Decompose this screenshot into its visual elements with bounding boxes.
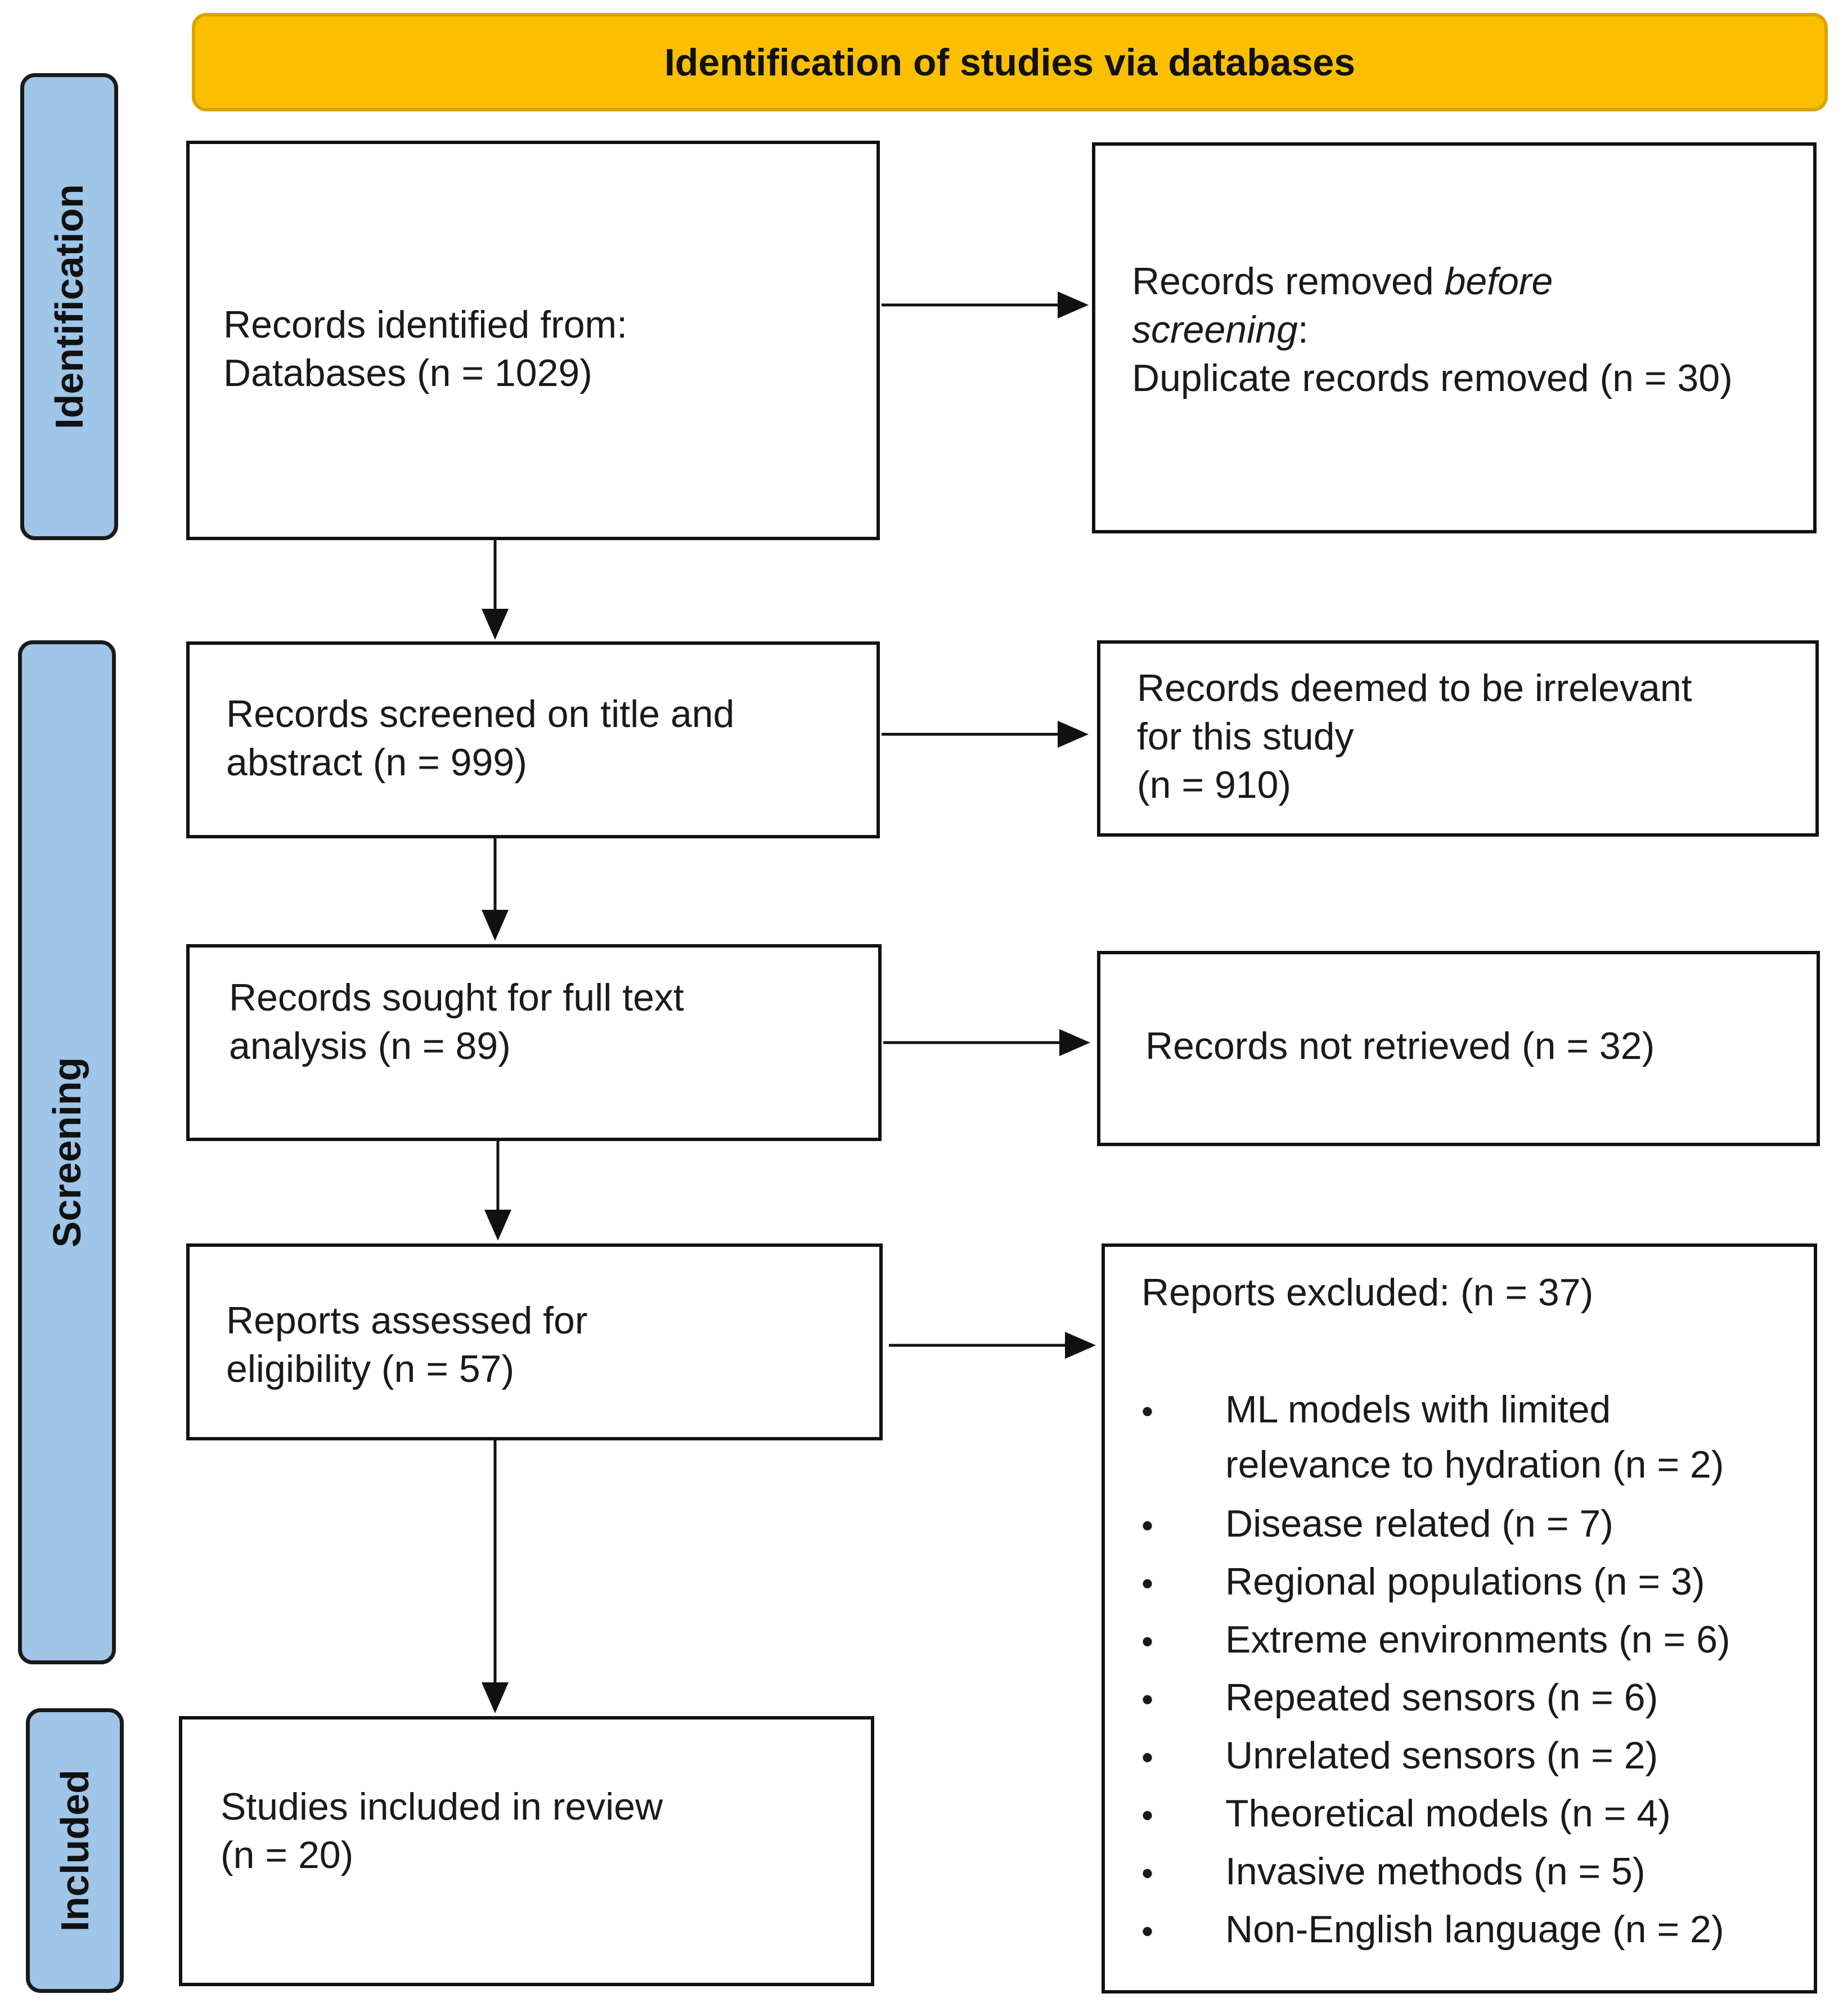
excluded-item: Extreme environments (n = 6) (1225, 1618, 1730, 1661)
records-removed-box: Records removed before screening: Duplic… (1092, 142, 1817, 533)
arrowhead-icon (1059, 1029, 1090, 1056)
phase-screening: Screening (18, 640, 116, 1664)
records-removed-line2: screening: (1132, 306, 1309, 354)
records-not-retrieved-box: Records not retrieved (n = 32) (1097, 951, 1820, 1146)
records-irrelevant-box: Records deemed to be irrelevant for this… (1097, 640, 1819, 837)
excluded-item: Unrelated sensors (n = 2) (1225, 1734, 1658, 1777)
bullet-icon: • (1141, 1797, 1154, 1834)
bullet-icon: • (1141, 1393, 1154, 1430)
records-not-retrieved-line1: Records not retrieved (n = 32) (1145, 1025, 1655, 1067)
studies-included-line2: (n = 20) (221, 1834, 354, 1876)
bullet-icon: • (1141, 1855, 1154, 1892)
records-sought-box: Records sought for full text analysis (n… (186, 944, 882, 1141)
arrowhead-icon (1065, 1332, 1096, 1359)
studies-included-box: Studies included in review (n = 20) (179, 1716, 874, 1986)
records-removed-text: Records removed (1132, 260, 1445, 303)
records-screened-box: Records screened on title and abstract (… (186, 641, 880, 838)
excluded-item: Non-English language (n = 2) (1225, 1908, 1724, 1951)
excluded-item-continuation: relevance to hydration (n = 2) (1225, 1443, 1724, 1486)
records-removed-line3: Duplicate records removed (n = 30) (1132, 357, 1733, 399)
arrowhead-icon (1058, 291, 1089, 318)
records-removed-italic-screening: screening (1132, 308, 1298, 351)
arrowhead-icon (482, 1682, 509, 1713)
records-sought-line2: analysis (n = 89) (229, 1025, 511, 1067)
excluded-item: Disease related (n = 7) (1225, 1502, 1613, 1545)
bullet-icon: • (1141, 1912, 1154, 1950)
arrowhead-icon (1058, 721, 1089, 748)
arrowhead-icon (482, 609, 509, 640)
excluded-item: ML models with limited (1225, 1388, 1611, 1431)
reports-excluded-heading: Reports excluded: (n = 37) (1141, 1271, 1594, 1314)
bullet-icon: • (1141, 1507, 1154, 1544)
records-removed-colon: : (1297, 308, 1309, 351)
excluded-item: Invasive methods (n = 5) (1225, 1850, 1646, 1893)
records-irrelevant-line3: (n = 910) (1137, 764, 1292, 806)
header-title: Identification of studies via databases (664, 41, 1356, 84)
records-identified-line2: Databases (n = 1029) (223, 352, 592, 394)
reports-excluded-box: Reports excluded: (n = 37) • ML models w… (1102, 1243, 1817, 1993)
records-identified-box: Records identified from: Databases (n = … (186, 141, 880, 540)
arrowhead-icon (482, 910, 509, 941)
bullet-icon: • (1141, 1623, 1154, 1660)
records-irrelevant-line2: for this study (1137, 715, 1354, 758)
excluded-item: Regional populations (n = 3) (1225, 1560, 1705, 1603)
excluded-item: Repeated sensors (n = 6) (1225, 1676, 1658, 1719)
phase-included: Included (26, 1708, 124, 1993)
records-screened-line1: Records screened on title and (226, 693, 735, 735)
excluded-item: Theoretical models (n = 4) (1225, 1792, 1671, 1835)
studies-included-line1: Studies included in review (221, 1785, 663, 1828)
bullet-icon: • (1141, 1681, 1154, 1718)
bullet-icon: • (1141, 1739, 1154, 1776)
reports-assessed-line1: Reports assessed for (226, 1299, 588, 1342)
records-irrelevant-line1: Records deemed to be irrelevant (1137, 667, 1692, 710)
reports-assessed-line2: eligibility (n = 57) (226, 1348, 515, 1390)
records-screened-line2: abstract (n = 999) (226, 741, 527, 784)
records-identified-line1: Records identified from: (223, 303, 628, 346)
header-identification-of-studies: Identification of studies via databases (192, 13, 1828, 111)
bullet-icon: • (1141, 1565, 1154, 1602)
arrowhead-icon (484, 1210, 511, 1241)
records-sought-line1: Records sought for full text (229, 976, 684, 1019)
reports-assessed-box: Reports assessed for eligibility (n = 57… (186, 1243, 883, 1440)
records-removed-italic-before: before (1444, 260, 1553, 303)
phase-identification: Identification (20, 73, 118, 540)
records-removed-line1: Records removed before (1132, 257, 1553, 306)
